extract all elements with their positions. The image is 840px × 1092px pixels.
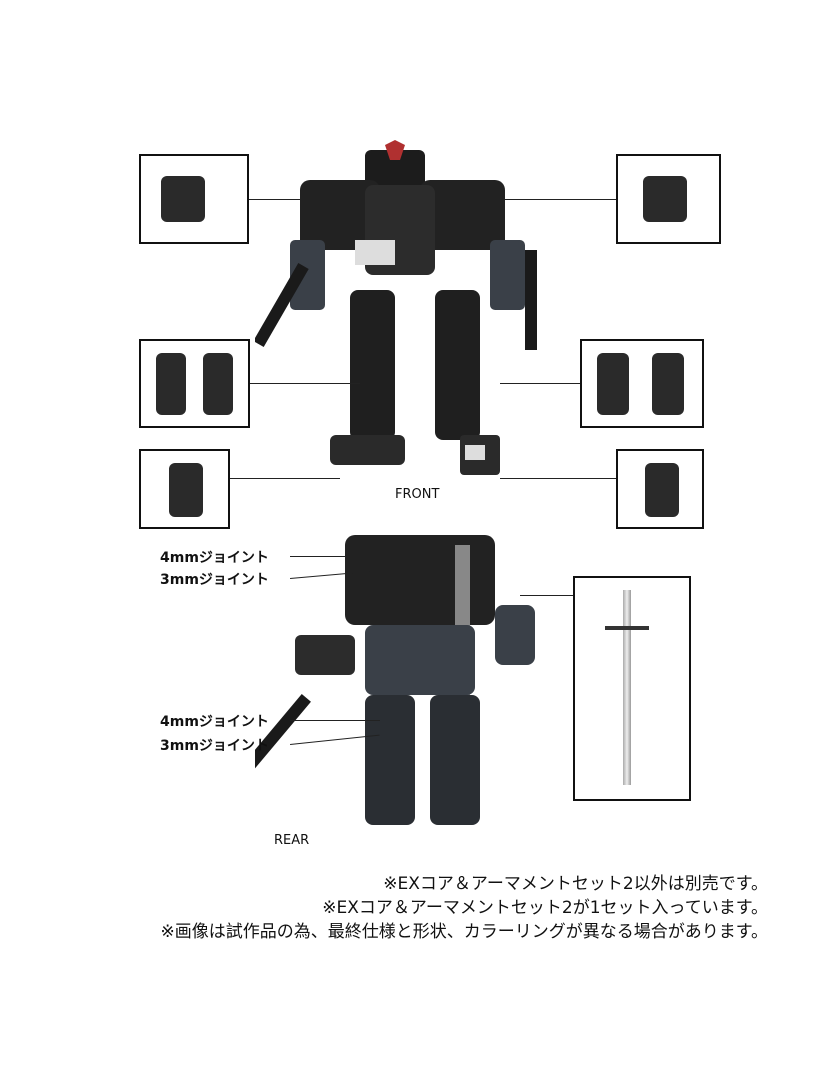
- hand-image: [597, 353, 629, 415]
- sword-image: [623, 590, 631, 785]
- hand-image: [203, 353, 233, 415]
- joint-4mm-label-upper: 4mmジョイント: [160, 550, 269, 566]
- foot-image: [169, 463, 203, 517]
- leader-line: [250, 383, 360, 384]
- joint-4mm-label-lower: 4mmジョイント: [160, 714, 269, 730]
- sword-guard: [605, 626, 649, 630]
- leader-line: [520, 595, 573, 596]
- leader-line: [290, 556, 370, 557]
- part-box-foot-left: [139, 449, 230, 529]
- part-box-foot-right: [616, 449, 704, 529]
- leader-line: [500, 383, 580, 384]
- part-box-sword: [573, 576, 691, 801]
- shoulder-armor-image: [643, 176, 687, 222]
- leader-line: [230, 478, 340, 479]
- leader-line: [490, 199, 616, 200]
- part-box-hands-left: [139, 339, 250, 428]
- part-box-hands-right: [580, 339, 704, 428]
- robot-rear-image: [255, 535, 535, 825]
- hand-image: [652, 353, 684, 415]
- front-label: FRONT: [395, 487, 440, 502]
- part-box-shoulder-left: [139, 154, 249, 244]
- rear-label: REAR: [274, 833, 310, 848]
- note-sold-separately: ※EXコア＆アーマメントセット2以外は別売です。: [383, 874, 768, 894]
- part-box-shoulder-right: [616, 154, 721, 244]
- leader-line: [290, 720, 380, 721]
- note-prototype: ※画像は試作品の為、最終仕様と形状、カラーリングが異なる場合があります。: [160, 922, 768, 942]
- leader-line: [249, 199, 339, 200]
- joint-3mm-label-upper: 3mmジョイント: [160, 572, 269, 588]
- foot-image: [645, 463, 679, 517]
- shoulder-armor-image: [161, 176, 205, 222]
- leader-line: [500, 478, 616, 479]
- note-contents: ※EXコア＆アーマメントセット2が1セット入っています。: [322, 898, 768, 918]
- joint-3mm-label-lower: 3mmジョイント: [160, 738, 269, 754]
- robot-front-image: [255, 140, 537, 475]
- hand-image: [156, 353, 186, 415]
